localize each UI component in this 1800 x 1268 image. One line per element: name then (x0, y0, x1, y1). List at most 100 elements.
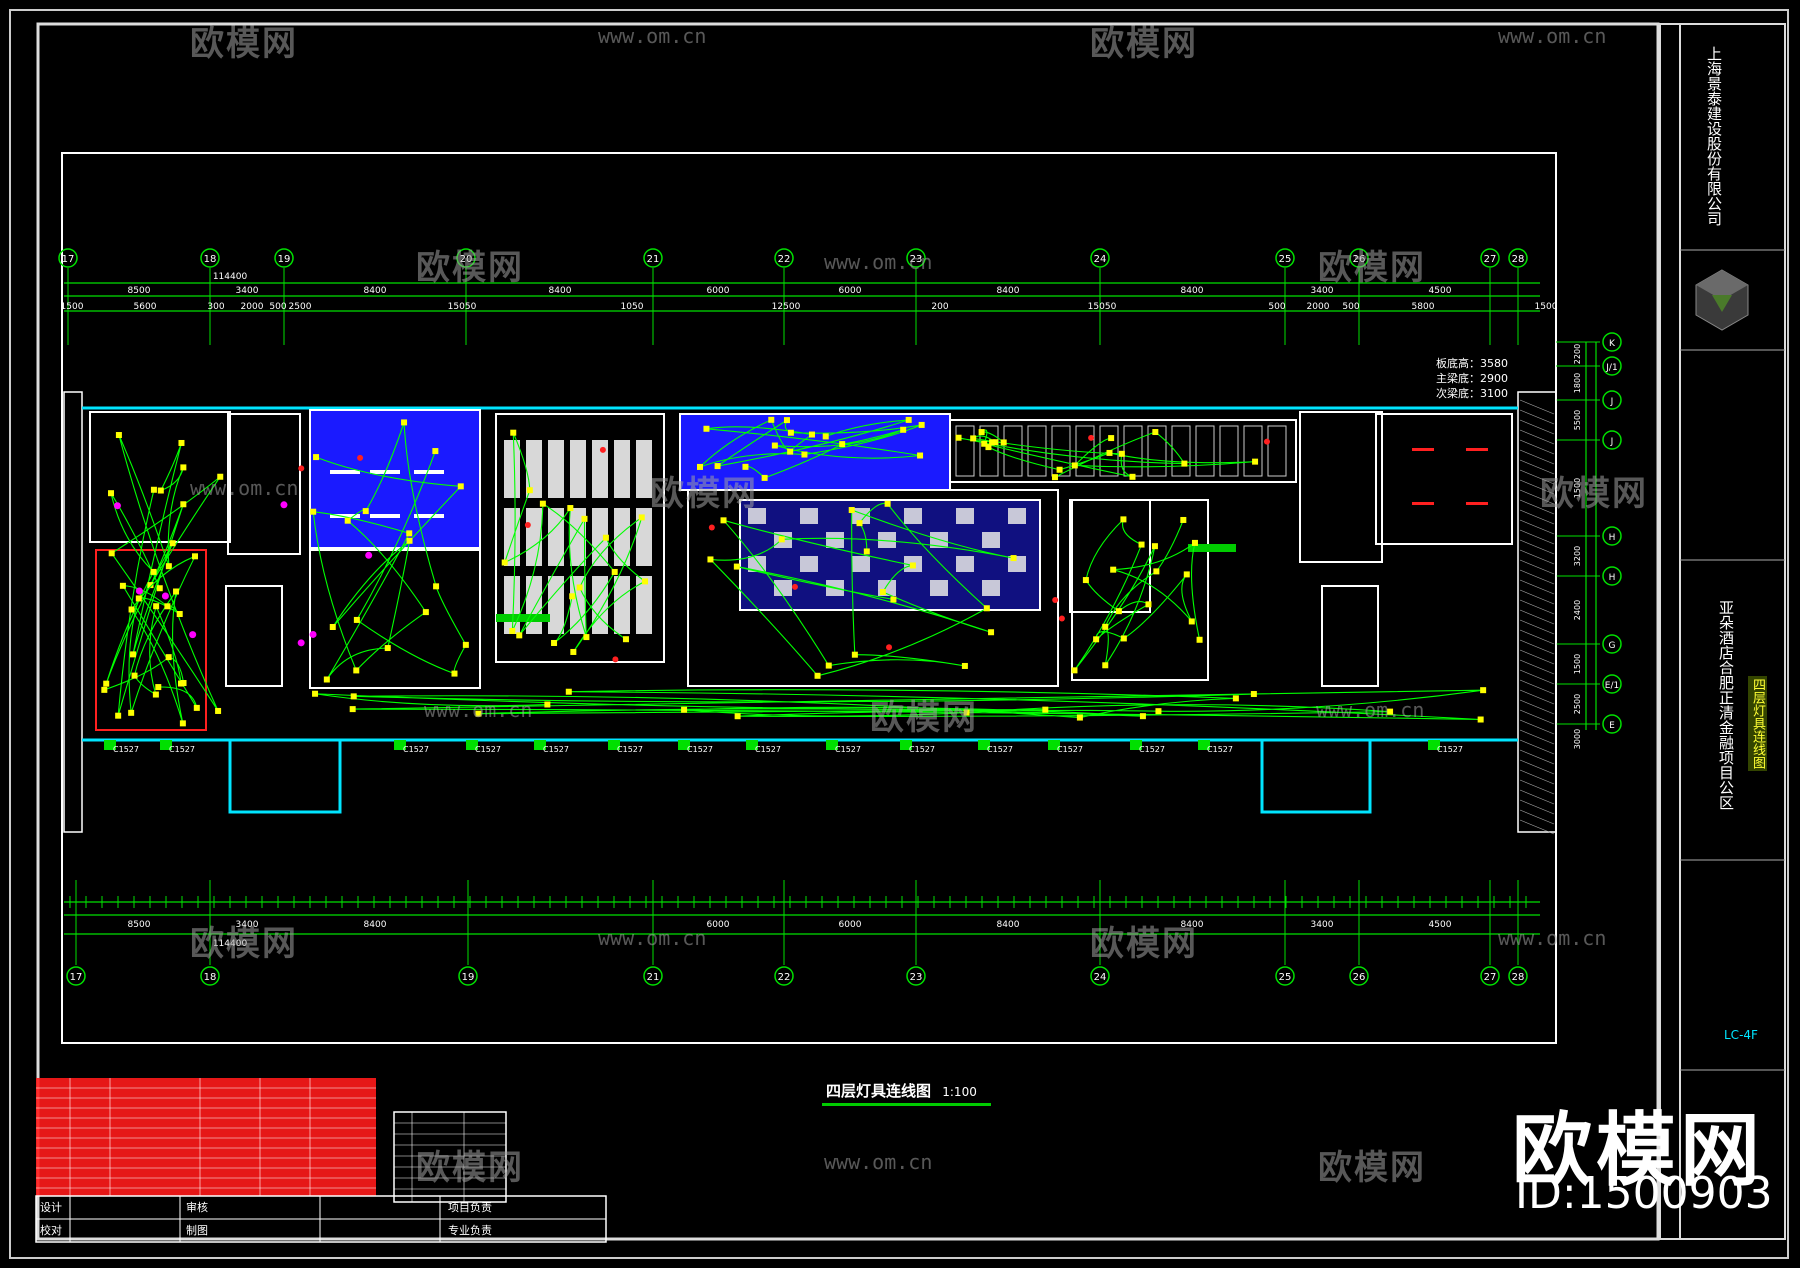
dimension-text: 5500 (1573, 410, 1582, 430)
red-fixture-dot (886, 644, 893, 651)
light-fixture (714, 463, 721, 470)
light-fixture (135, 595, 142, 602)
light-fixture (128, 606, 135, 613)
axis-bubble (1602, 674, 1622, 694)
light-fixture (108, 490, 115, 497)
axis-bubble (200, 248, 220, 268)
light-fixture (349, 706, 356, 713)
axis-label: 25 (1279, 254, 1292, 265)
ceiling-panel (504, 576, 520, 634)
light-fixture (569, 593, 576, 600)
axis-bubble (1090, 248, 1110, 268)
light-fixture (1387, 708, 1394, 715)
dimension-text: 200 (931, 302, 948, 312)
light-fixture (310, 508, 317, 515)
watermark-brand: 欧模网 (190, 924, 298, 964)
window-tag: C1527 (987, 745, 1013, 754)
dimension-text: 8400 (1181, 920, 1204, 930)
hatch (1519, 579, 1555, 595)
axis-label: 19 (462, 972, 475, 983)
magenta-fixture-dot (161, 592, 169, 600)
drawing-code: LC-4F (1724, 1028, 1758, 1042)
ceiling-panel (614, 440, 630, 498)
wire-run (503, 432, 647, 653)
light-fixture (570, 648, 577, 655)
watermark-url: www.om.cn (190, 476, 299, 500)
light-fixture (734, 713, 741, 720)
bar-grid-cell (1243, 425, 1263, 477)
wall-right (1517, 391, 1557, 833)
hatch (1519, 669, 1555, 685)
axis-bubble (906, 966, 926, 986)
ceiling-panel (526, 440, 542, 498)
window-tag: C1527 (169, 745, 195, 754)
watermark-brand: 欧模网 (870, 698, 978, 738)
sign-design: 设计 (40, 1201, 62, 1214)
green-marker (1188, 544, 1236, 552)
light-fixture (1181, 460, 1188, 467)
light-fixture (890, 596, 897, 603)
checker-panel (904, 508, 922, 524)
wall-left (63, 391, 83, 833)
light-fixture (353, 616, 360, 623)
sign-project-lead: 项目负责 (448, 1201, 492, 1214)
light-fixture (808, 431, 815, 438)
light-fixture (848, 507, 855, 514)
hatch (1519, 469, 1555, 485)
dimension-text: 1500 (1535, 302, 1558, 312)
room-elevator-right (1321, 585, 1379, 687)
linear-fixture (414, 514, 444, 518)
dimension-text: 2200 (1573, 344, 1582, 364)
light-fixture (863, 548, 870, 555)
light-fixture (451, 670, 458, 677)
hatch (1519, 479, 1555, 495)
sign-check: 校对 (40, 1224, 62, 1237)
dimension-text: 3400 (1311, 286, 1334, 296)
checker-panel (956, 508, 974, 524)
light-fixture (992, 439, 999, 446)
axis-label: H (1609, 533, 1616, 543)
light-fixture (1102, 623, 1109, 630)
watermark-url: www.om.cn (424, 698, 533, 722)
green-marker (496, 614, 550, 622)
light-fixture (884, 500, 891, 507)
axis-label: 28 (1512, 254, 1525, 265)
dimension-text: 300 (207, 302, 224, 312)
light-fixture (1120, 516, 1127, 523)
model-id: ID:1500903 (1515, 1168, 1773, 1219)
axis-label: 23 (910, 972, 923, 983)
hatch (1519, 439, 1555, 455)
axis-label: 22 (778, 254, 791, 265)
light-fixture (180, 464, 187, 471)
red-fixture-dot (357, 454, 364, 461)
light-fixture (115, 432, 122, 439)
window-tag: C1527 (1057, 745, 1083, 754)
window-marker (678, 740, 690, 750)
hatch (1519, 399, 1555, 415)
axis-label: 23 (910, 254, 923, 265)
light-fixture (1118, 450, 1125, 457)
light-fixture (147, 582, 154, 589)
light-fixture (761, 474, 768, 481)
axis-label: 17 (62, 254, 75, 265)
light-fixture (989, 439, 996, 446)
light-fixture (733, 563, 740, 570)
window-marker (978, 740, 990, 750)
hatch (1519, 499, 1555, 515)
company-logo-icon (1695, 269, 1749, 331)
light-fixture (1120, 635, 1127, 642)
sign-table (35, 1195, 607, 1243)
bar-grid-cell (1123, 425, 1143, 477)
red-fixture (1412, 502, 1434, 505)
light-fixture (155, 684, 162, 691)
dimension-text: 6000 (707, 920, 730, 930)
company-name: 上海景泰建设股份有限公司 (1705, 46, 1723, 226)
window-tag: C1527 (687, 745, 713, 754)
light-fixture (787, 429, 794, 436)
ceiling-panel (614, 508, 630, 566)
axis-label: 17 (70, 972, 83, 983)
dimension-text: 500 (269, 302, 286, 312)
light-fixture (970, 435, 977, 442)
light-fixture (879, 589, 886, 596)
linear-fixture (414, 470, 444, 474)
